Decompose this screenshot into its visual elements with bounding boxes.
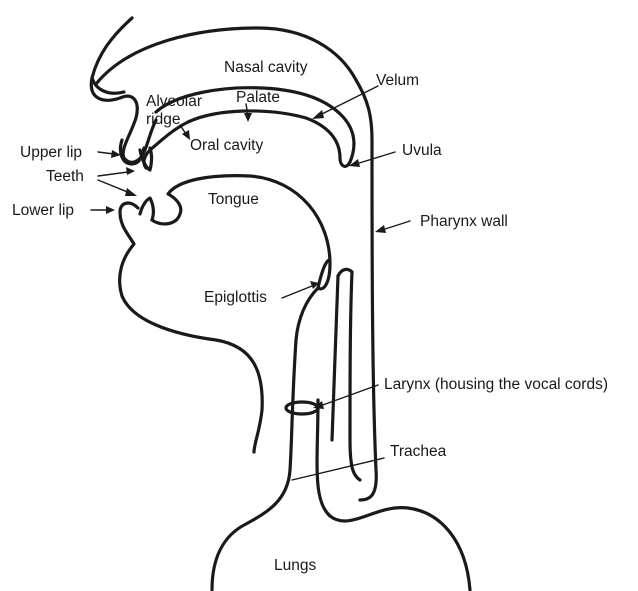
pharynx-wall-leader xyxy=(382,221,410,230)
label-trachea: Trachea xyxy=(390,443,447,460)
lower-lip-arrowhead xyxy=(106,206,115,214)
label-nasal-cavity: Nasal cavity xyxy=(224,59,308,76)
larynx-front-wall-outline xyxy=(212,288,318,590)
label-pharynx-wall: Pharynx wall xyxy=(420,213,508,230)
tube-top-cap-outline xyxy=(338,269,352,276)
alveolar-ridge-arrowhead xyxy=(182,130,190,140)
nose-front-outline xyxy=(92,78,124,93)
epiglottis-leader xyxy=(282,286,312,298)
trachea-inner-right-outline xyxy=(350,272,360,480)
label-velum: Velum xyxy=(376,72,419,89)
label-oral-cavity: Oral cavity xyxy=(190,137,263,154)
lower-tooth-outline xyxy=(140,198,153,220)
label-teeth: Teeth xyxy=(46,168,84,185)
trachea-leader xyxy=(292,458,384,480)
label-tongue: Tongue xyxy=(208,191,259,208)
trachea-inner-left-outline xyxy=(332,276,338,440)
palate-arrowhead xyxy=(244,113,252,122)
teeth-arrowhead-lower xyxy=(125,188,137,196)
label-alveolar: Alveolar xyxy=(146,93,202,110)
teeth-arrowhead-upper xyxy=(126,167,135,175)
label-upper-lip: Upper lip xyxy=(20,144,82,161)
lower-lip-tongue-jaw-outline xyxy=(120,203,263,452)
uvula-leader xyxy=(356,152,395,164)
label-lungs: Lungs xyxy=(274,557,316,574)
label-ridge: ridge xyxy=(146,111,180,128)
teeth-leader-upper xyxy=(98,172,128,176)
label-uvula: Uvula xyxy=(402,142,442,159)
label-lower-lip: Lower lip xyxy=(12,202,74,219)
velum-arrowhead xyxy=(312,110,324,119)
teeth-leader-lower xyxy=(98,180,130,193)
label-epiglottis: Epiglottis xyxy=(204,289,267,306)
trachea-right-wall-outline xyxy=(317,400,470,590)
pharynx-wall-arrowhead xyxy=(375,225,386,233)
label-larynx: Larynx (housing the vocal cords) xyxy=(384,376,608,393)
label-palate: Palate xyxy=(236,89,280,106)
